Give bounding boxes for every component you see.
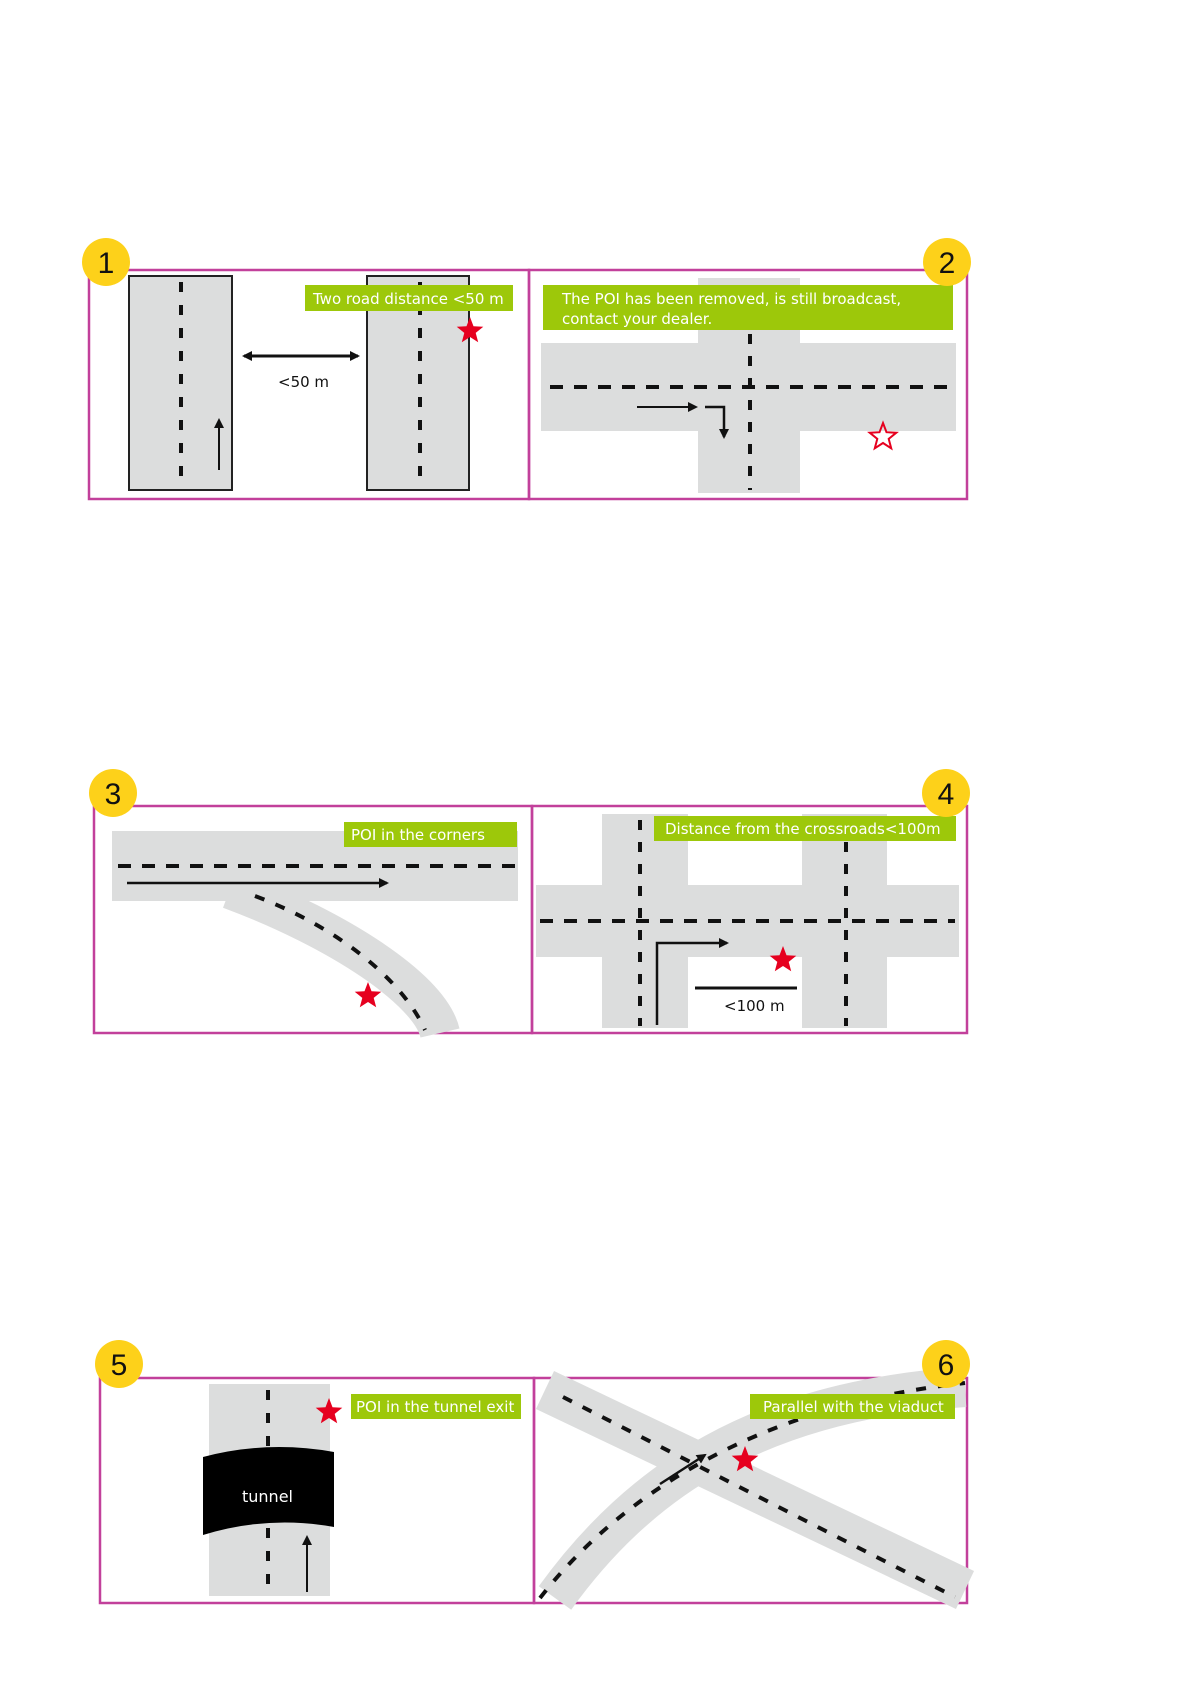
panel-2-label-line2: contact your dealer.	[562, 310, 712, 328]
badge-4	[922, 769, 970, 817]
distance-measure: <50 m	[278, 373, 329, 391]
panel-4: <100 m Distance from the crossroads<100m…	[536, 769, 970, 1028]
panel-1-label: Two road distance <50 m	[312, 290, 504, 308]
poi-star-icon	[731, 1446, 759, 1472]
badge-2-number: 2	[939, 247, 956, 280]
panel-4-frame	[530, 804, 969, 1035]
row-3: tunnel POI in the tunnel exit 5 Parallel…	[95, 1340, 975, 1610]
badge-1-number: 1	[98, 247, 115, 280]
row-1: <50 m Two road distance <50 m 1 The POI …	[82, 238, 971, 501]
poi-star-icon	[315, 1398, 343, 1424]
badge-1	[82, 238, 130, 286]
badge-5	[95, 1340, 143, 1388]
badge-4-number: 4	[938, 778, 955, 811]
badge-6-number: 6	[938, 1349, 955, 1382]
panel-4-label: Distance from the crossroads<100m	[665, 820, 941, 838]
turn-arrow-icon	[655, 938, 729, 1025]
diagonal-road	[535, 1371, 975, 1609]
direction-arrow-icon	[659, 1453, 707, 1486]
tunnel-block	[203, 1447, 334, 1535]
panel-3-label: POI in the corners	[351, 826, 485, 844]
badge-5-number: 5	[111, 1349, 128, 1382]
badge-3-number: 3	[105, 778, 122, 811]
removed-poi-star-icon	[867, 420, 899, 451]
poi-star-icon	[769, 946, 797, 972]
badge-6	[922, 1340, 970, 1388]
panel-2: The POI has been removed, is still broad…	[541, 238, 971, 493]
panel-2-label-line1: The POI has been removed, is still broad…	[561, 290, 901, 308]
panel-6-label-bg	[750, 1394, 955, 1419]
row-2: POI in the corners 3 <100 m Distance fro…	[89, 769, 970, 1040]
panel-6-frame	[532, 1376, 969, 1605]
tunnel-label: tunnel	[242, 1487, 293, 1506]
poi-star-icon	[456, 317, 484, 343]
distance-measure: <100 m	[724, 997, 785, 1015]
poi-star-icon	[354, 982, 382, 1008]
curved-road	[223, 870, 460, 1040]
panel-1-label-bg	[305, 285, 513, 311]
badge-3	[89, 769, 137, 817]
panel-3-label-bg	[344, 822, 517, 847]
badge-2	[923, 238, 971, 286]
panel-6-label: Parallel with the viaduct	[763, 1398, 944, 1416]
panel-5-label: POI in the tunnel exit	[356, 1398, 514, 1416]
panel-2-frame	[527, 268, 969, 501]
panel-4-label-bg	[654, 816, 956, 841]
turn-arrow-icon	[705, 405, 729, 439]
panel-5: tunnel POI in the tunnel exit 5	[95, 1340, 521, 1596]
panel-2-label-bg	[543, 285, 953, 330]
panel-3: POI in the corners 3	[89, 769, 518, 1040]
panel-1: <50 m Two road distance <50 m 1	[82, 238, 513, 491]
panel-6: Parallel with the viaduct 6	[535, 1340, 975, 1610]
panel-5-label-bg	[351, 1394, 521, 1419]
